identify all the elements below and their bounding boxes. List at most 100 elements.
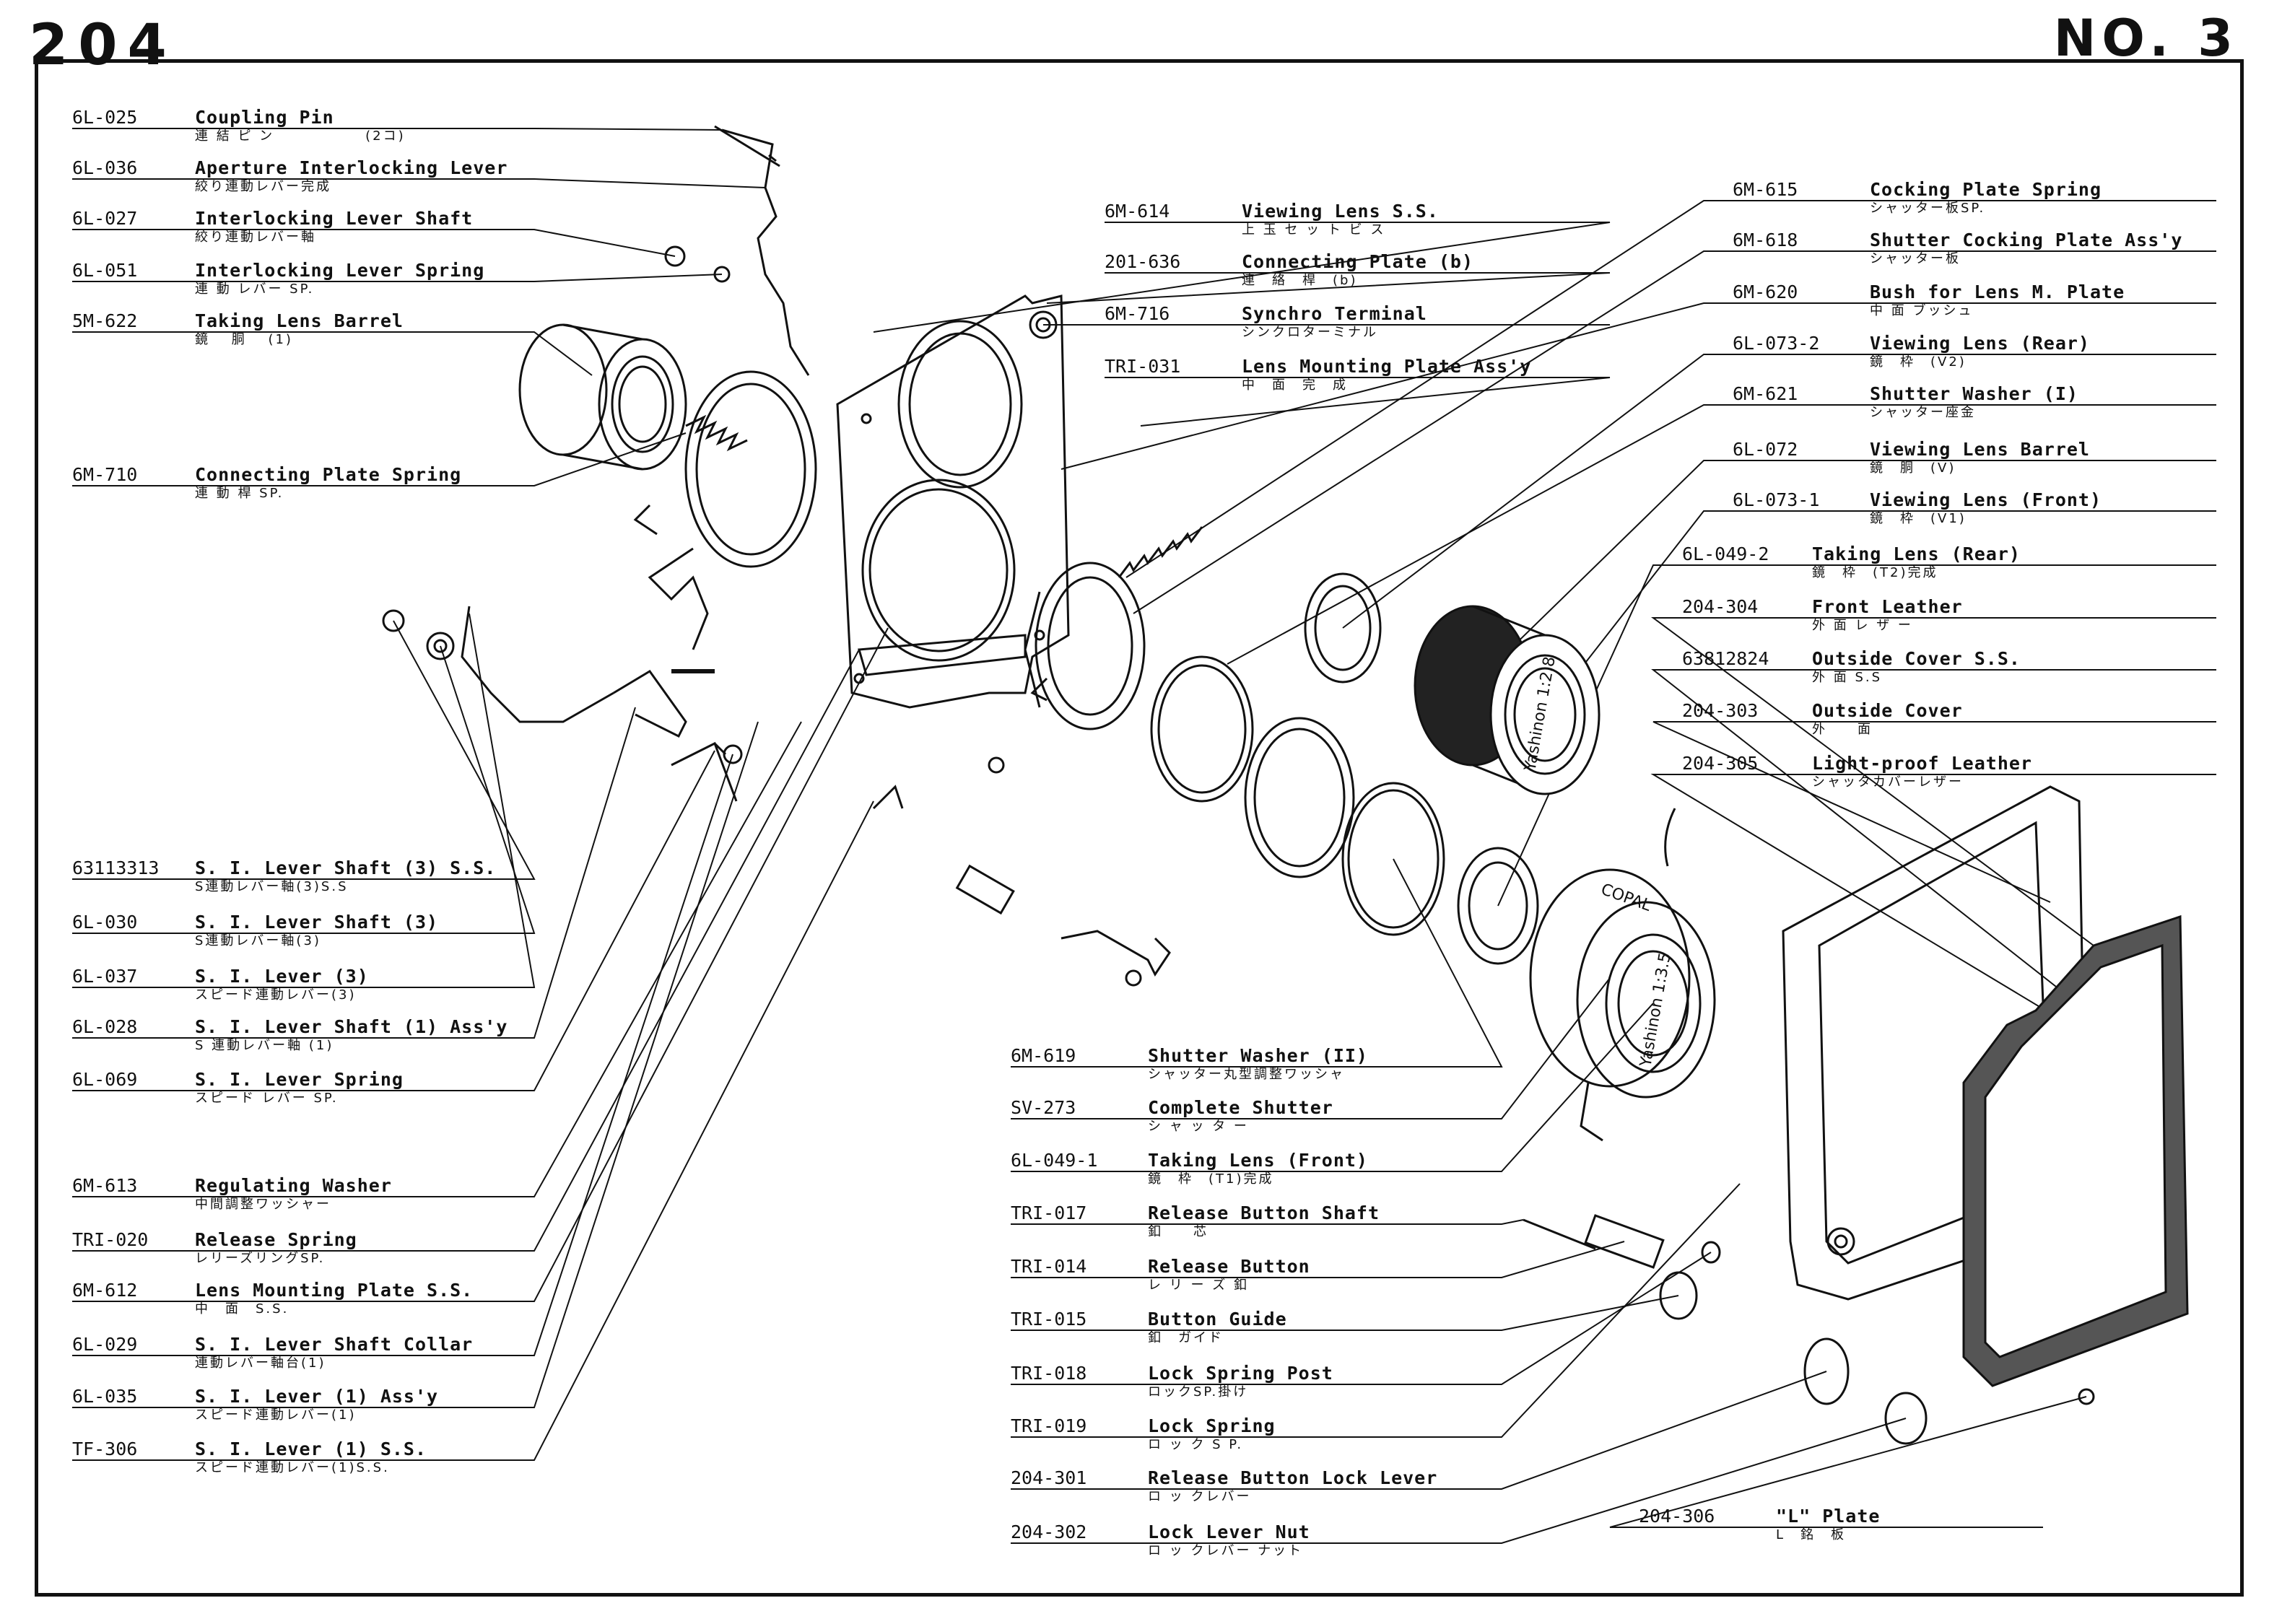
drawing-frame	[35, 59, 2244, 1597]
callout-rule	[1682, 669, 2216, 671]
part-name: Regulating Washer	[195, 1175, 392, 1196]
leader-line	[505, 800, 874, 1461]
part-number: 6L-069	[72, 1069, 138, 1090]
part-name-japanese: シンクロターミナル	[1242, 325, 1378, 340]
lever-shaft-part	[664, 245, 686, 267]
callout-rule	[1682, 774, 2216, 775]
leader-line	[1342, 354, 1733, 629]
front-leather-cutout	[1984, 943, 2167, 1358]
leader-line	[873, 222, 1611, 333]
release-button-parts	[1523, 1214, 2095, 1445]
leader-line	[1473, 1371, 1827, 1490]
leader-line	[505, 229, 676, 257]
callout-rule	[1733, 510, 2216, 512]
sheet-number: NO. 3	[2053, 9, 2239, 68]
leader-line	[1473, 1241, 1625, 1278]
part-number: 6L-030	[72, 912, 138, 933]
leader-line	[1652, 721, 2051, 903]
leader-line	[440, 645, 536, 934]
part-name-japanese: レリーズリングSP.	[195, 1251, 326, 1266]
leader-lines	[393, 128, 2166, 1544]
part-name: Shutter Cocking Plate Ass'y	[1870, 230, 2183, 250]
part-name: Taking Lens (Front)	[1148, 1150, 1368, 1171]
part-number: TRI-014	[1011, 1256, 1087, 1277]
callout-rule	[72, 1459, 505, 1461]
callout-rule	[72, 178, 505, 180]
part-name-japanese: シャッター板	[1870, 251, 1961, 266]
part-name: Lock Spring Post	[1148, 1363, 1333, 1384]
part-number: 63812824	[1682, 648, 1769, 669]
leader-line	[1473, 977, 1611, 1119]
part-number: TRI-031	[1105, 356, 1181, 377]
part-name: Bush for Lens M. Plate	[1870, 281, 2125, 302]
leader-line	[1473, 1418, 1907, 1544]
part-name: Viewing Lens Barrel	[1870, 439, 2090, 460]
part-name-japanese: スピード連動レバー(3)	[195, 987, 357, 1003]
leader-line	[1609, 1396, 2087, 1528]
part-number: 6M-618	[1733, 230, 1798, 250]
part-name-japanese: 鏡 枠 (V2)	[1870, 354, 1967, 370]
callout-rule	[1011, 1277, 1473, 1278]
part-number: TRI-020	[72, 1229, 149, 1250]
lens-mounting-plate-part	[836, 294, 1070, 709]
callout-rule	[72, 1196, 505, 1197]
callout-rule	[1105, 324, 1581, 326]
part-name: Synchro Terminal	[1242, 303, 1427, 324]
leader-line	[505, 274, 723, 282]
part-number: 6L-051	[72, 260, 138, 281]
part-name: "L" Plate	[1776, 1506, 1881, 1527]
part-name: S. I. Lever Shaft (3)	[195, 912, 439, 933]
part-number: 6L-027	[72, 208, 138, 229]
leader-line	[505, 721, 759, 1408]
part-name-japanese: S連動レバー軸(3)	[195, 933, 321, 948]
page-number: 204	[29, 13, 177, 78]
leader-line	[1650, 617, 2094, 946]
part-name-japanese: 連動レバー軸台(1)	[195, 1355, 326, 1371]
leader-line	[505, 649, 860, 1252]
leader-line	[1227, 404, 1733, 665]
callout-rule	[1682, 564, 2216, 566]
part-number: 204-306	[1639, 1506, 1715, 1527]
shutter-washer-2-part	[1341, 782, 1445, 936]
part-name-japanese: 釦 芯	[1148, 1224, 1208, 1239]
part-name: Interlocking Lever Shaft	[195, 208, 474, 229]
part-name-japanese: シャッタカバーレザー	[1812, 774, 1964, 790]
callout-rule	[1011, 1436, 1473, 1438]
part-number: 5M-622	[72, 310, 138, 331]
leader-line	[505, 754, 733, 1356]
part-name-japanese: 鏡 胴 (1)	[195, 332, 293, 347]
si-lever-assembly-part	[382, 606, 904, 810]
leader-line	[505, 178, 766, 188]
part-number: 204-302	[1011, 1522, 1087, 1542]
callout-rule	[72, 1301, 505, 1302]
part-name-japanese: 中 面 完 成	[1242, 377, 1348, 393]
complete-shutter-part	[1529, 808, 1716, 1142]
callout-rule	[1682, 617, 2216, 619]
leader-line	[1473, 1183, 1741, 1438]
part-name-japanese: 釦 ガイド	[1148, 1330, 1224, 1345]
leader-line	[505, 128, 723, 131]
part-name: S. I. Lever (1) Ass'y	[195, 1386, 439, 1407]
part-number: SV-273	[1011, 1097, 1076, 1118]
part-name-japanese: シャッター丸型調整ワッシャ	[1148, 1067, 1345, 1082]
part-name-japanese: 鏡 枠 (T1)完成	[1148, 1171, 1274, 1187]
part-name: S. I. Lever Shaft (3) S.S.	[195, 857, 497, 878]
part-name-japanese: 連 動 桿 SP.	[195, 486, 284, 501]
part-name-japanese: 鏡 枠 (T2)完成	[1812, 565, 1938, 580]
part-name-japanese: 中 面 ブッシュ	[1870, 303, 1974, 318]
callout-rule	[1011, 1066, 1473, 1068]
leader-line	[1650, 774, 2166, 1083]
part-number: TRI-015	[1011, 1309, 1087, 1330]
part-name-japanese: スピード レバー SP.	[195, 1091, 339, 1106]
part-name-japanese: S連動レバー軸(3)S.S	[195, 879, 349, 894]
part-number: 6L-073-2	[1733, 333, 1820, 354]
part-name-japanese: ロ ッ ク S P.	[1148, 1437, 1244, 1452]
part-name-japanese: 連 絡 桿 (b)	[1242, 273, 1358, 288]
part-number: 6M-619	[1011, 1045, 1076, 1066]
part-name-japanese: 絞り連動レバー軸	[195, 230, 316, 245]
part-name: Button Guide	[1148, 1309, 1287, 1330]
leader-line	[1473, 1295, 1679, 1331]
part-number: TRI-017	[1011, 1202, 1087, 1223]
part-number: 63113313	[72, 857, 160, 878]
part-name: S. I. Lever Shaft Collar	[195, 1334, 474, 1355]
